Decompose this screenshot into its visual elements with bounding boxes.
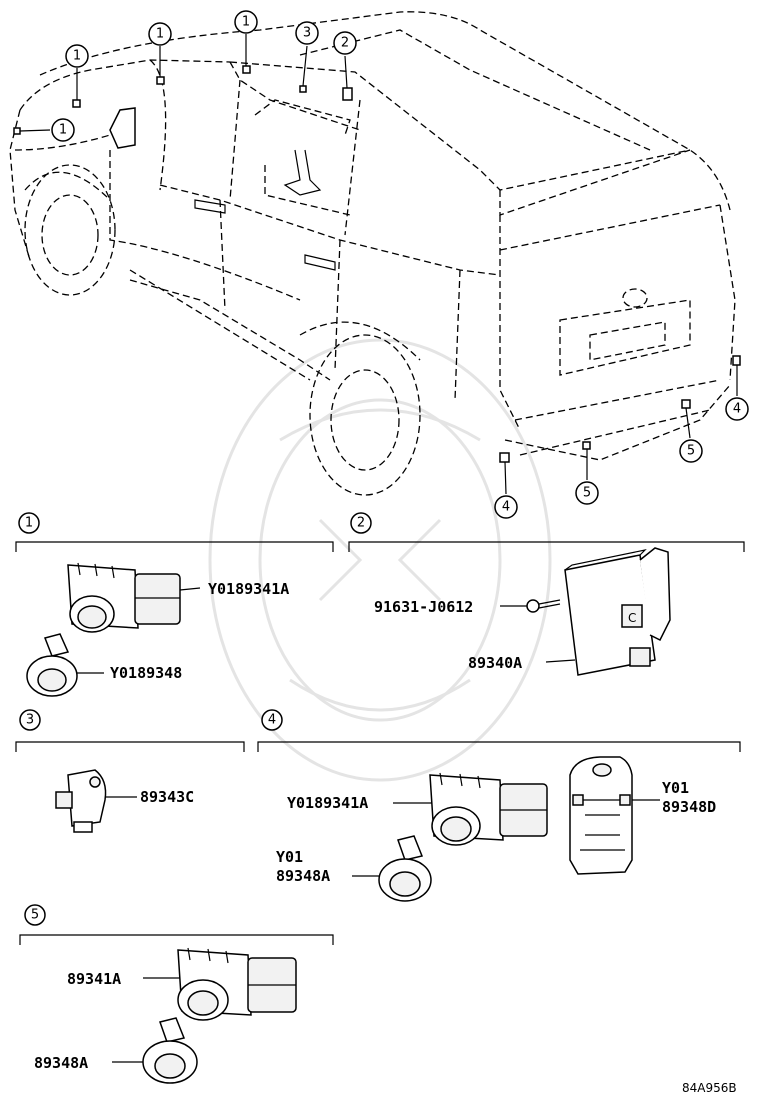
section-2-number: 2	[357, 516, 365, 531]
clearance-sensor-part-4[interactable]	[429, 772, 548, 846]
callout-3[interactable]: 3	[295, 21, 319, 45]
callout-2[interactable]: 2	[333, 31, 357, 55]
label-89343c: 89343C	[140, 788, 194, 806]
leader-lines	[19, 34, 738, 495]
callout-5b[interactable]: 5	[679, 439, 703, 463]
callout-1b[interactable]: 1	[148, 22, 172, 46]
label-y01-a: Y01	[276, 848, 303, 866]
callout-4a-number: 4	[502, 500, 510, 515]
clearance-sensor-part[interactable]	[67, 562, 201, 633]
callout-4b-number: 4	[733, 402, 741, 417]
callout-4b[interactable]: 4	[725, 397, 749, 421]
callout-1d-number: 1	[59, 123, 67, 138]
callout-1c[interactable]: 1	[234, 10, 258, 34]
sensor-retainer-part-4[interactable]	[378, 835, 432, 902]
callout-5a-number: 5	[583, 486, 591, 501]
section-1: 1 Y0189341A Y0189348	[15, 512, 334, 697]
callout-1c-number: 1	[242, 15, 250, 30]
watermark	[208, 338, 552, 782]
connector-mark: C	[628, 611, 636, 625]
callout-1d[interactable]: 1	[51, 118, 75, 142]
diagram-code: 84A956B	[682, 1081, 737, 1095]
label-89348a-4: 89348A	[276, 867, 330, 885]
clearance-sensor-part-5[interactable]	[177, 947, 297, 1021]
section-5: 5 89341A 89348A	[19, 904, 334, 1084]
label-y0189341a-4: Y0189341A	[287, 794, 368, 812]
section-2: 2 C 91631-J0612 89340A	[348, 512, 745, 676]
section-3-number: 3	[26, 713, 34, 728]
label-91631-j0612: 91631-J0612	[374, 598, 473, 616]
label-y01-d: Y01	[662, 779, 689, 797]
label-y0189348: Y0189348	[110, 664, 182, 682]
screw-part[interactable]	[526, 599, 561, 613]
section-3: 3 89343C	[15, 709, 245, 833]
callout-2-number: 2	[341, 36, 349, 51]
switch-part[interactable]	[55, 769, 107, 833]
section-1-number: 1	[25, 516, 33, 531]
callout-5b-number: 5	[687, 444, 695, 459]
sensor-retainer-part[interactable]	[26, 633, 104, 697]
callout-1a[interactable]: 1	[65, 44, 89, 68]
callout-1b-number: 1	[156, 27, 164, 42]
section-4: 4 Y0189341A Y01 89348A Y01 89348	[257, 709, 741, 902]
section-4-number: 4	[268, 713, 276, 728]
label-y0189341a: Y0189341A	[208, 580, 289, 598]
sensor-holder-part[interactable]	[569, 756, 633, 875]
sensor-computer-part[interactable]: C	[564, 547, 671, 676]
callout-1a-number: 1	[73, 49, 81, 64]
label-89348a-5: 89348A	[34, 1054, 88, 1072]
label-89348d: 89348D	[662, 798, 716, 816]
callout-5a[interactable]: 5	[575, 481, 599, 505]
vehicle-illustration	[9, 11, 741, 496]
sensor-retainer-part-5[interactable]	[142, 1017, 198, 1084]
callout-4a[interactable]: 4	[494, 495, 518, 519]
section-5-number: 5	[31, 908, 39, 923]
label-89340a: 89340A	[468, 654, 522, 672]
label-89341a: 89341A	[67, 970, 121, 988]
callout-3-number: 3	[303, 26, 311, 41]
